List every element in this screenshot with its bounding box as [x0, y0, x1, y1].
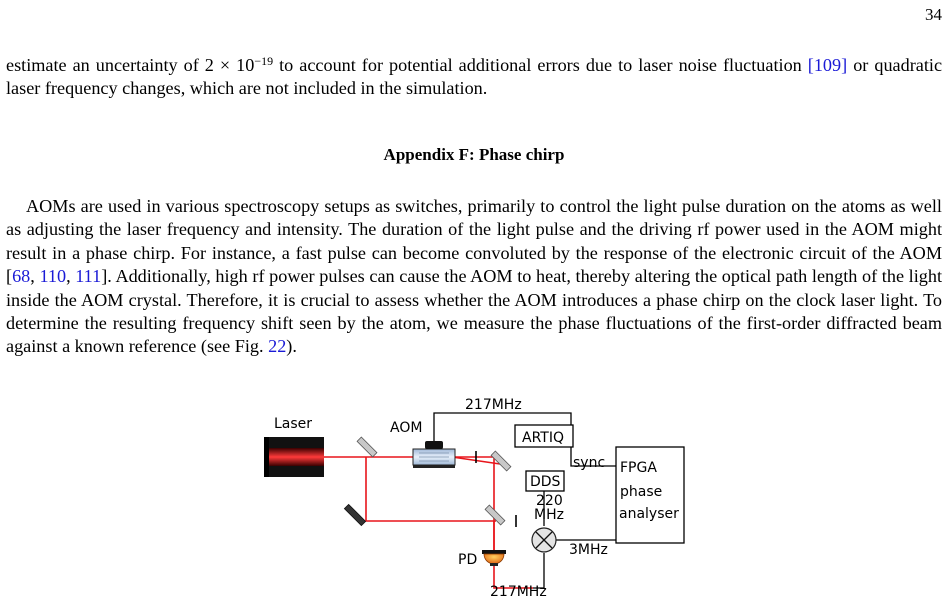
photodiode-icon — [482, 550, 506, 566]
citation-link[interactable]: 68 — [12, 266, 31, 287]
dds-frequency-unit: MHz — [534, 507, 564, 523]
beam-splitter — [484, 504, 506, 526]
mirror — [356, 436, 378, 458]
fpga-label: analyser — [619, 506, 679, 522]
dds-label: DDS — [530, 474, 561, 490]
citation-link[interactable]: 110 — [39, 266, 67, 287]
exponent: −19 — [254, 54, 274, 68]
text: AOMs are used in various spectroscopy se… — [6, 196, 942, 287]
text: , — [66, 266, 76, 287]
laser-label: Laser — [274, 416, 312, 432]
beat-frequency-label: 3MHz — [569, 542, 608, 558]
rf-cable — [433, 412, 616, 589]
section-heading: Appendix F: Phase chirp — [383, 145, 565, 164]
sync-label: sync — [573, 455, 605, 471]
rf-label-bottom: 217MHz — [490, 584, 547, 598]
dds-frequency: 220 — [536, 493, 563, 509]
aom-label: AOM — [390, 420, 422, 436]
fpga-box — [615, 446, 685, 544]
mirror — [343, 503, 367, 527]
text: estimate an uncertainty of 2 × 10 — [6, 55, 255, 75]
figure-link[interactable]: 22 — [268, 336, 287, 357]
aom-device — [412, 441, 456, 468]
text: or quadratic laser frequency changes, wh… — [6, 55, 943, 99]
mixer-icon — [531, 527, 557, 553]
text: , — [30, 266, 40, 287]
citation-link[interactable]: 111 — [75, 266, 102, 287]
artiq-label: ARTIQ — [522, 430, 564, 446]
paragraph-top: estimate an uncertainty of 2 × 10−19 to … — [6, 54, 942, 101]
pd-label: PD — [458, 552, 477, 568]
dds-box — [525, 470, 565, 492]
laser-beam — [324, 456, 533, 589]
mirror — [490, 450, 512, 472]
fpga-label: FPGA — [620, 460, 657, 476]
text: ]. Additionally, high rf power pulses ca… — [6, 266, 943, 357]
text: ). — [286, 336, 297, 357]
artiq-box — [514, 424, 574, 448]
citation-link[interactable]: [109] — [807, 55, 848, 75]
beam-block — [475, 451, 517, 527]
page-number: 34 — [925, 5, 942, 24]
laser-head — [264, 437, 324, 477]
paragraph-main: AOMs are used in various spectroscopy se… — [6, 195, 942, 359]
fpga-label: phase — [620, 484, 662, 500]
text: to account for potential additional erro… — [273, 55, 808, 75]
rf-label-top: 217MHz — [465, 397, 522, 413]
